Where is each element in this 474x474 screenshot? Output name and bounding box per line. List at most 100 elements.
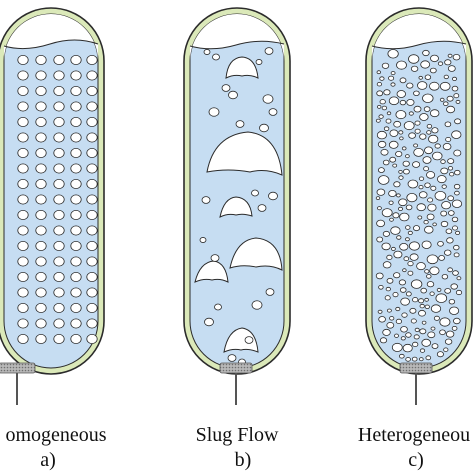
bubble: [419, 328, 427, 335]
bubble: [409, 253, 419, 261]
bubble: [35, 318, 47, 329]
bubble: [407, 270, 414, 276]
bubble: [70, 302, 82, 313]
bubble: [393, 120, 402, 128]
bubble: [70, 209, 82, 220]
bubble: [419, 113, 429, 121]
bubbles-a: [17, 55, 98, 344]
bubble: [406, 82, 414, 89]
bubble: [390, 226, 401, 235]
bubble: [376, 90, 384, 97]
bubble: [422, 156, 432, 164]
bubble: [440, 210, 448, 217]
bubble: [455, 99, 461, 104]
bubble: [398, 353, 405, 359]
bubble: [35, 163, 47, 174]
bubble: [251, 189, 259, 197]
bubble: [70, 55, 82, 66]
bubble: [17, 132, 29, 143]
bubble: [408, 132, 416, 139]
bubble: [408, 111, 414, 116]
bubble: [268, 191, 278, 201]
bubble: [417, 215, 423, 220]
bubble: [70, 117, 82, 128]
caption-regime-b: Slug Flow: [195, 424, 279, 446]
bubble: [70, 70, 82, 81]
bubble: [212, 53, 220, 61]
bubble: [413, 105, 422, 113]
caption-regime-a: omogeneous: [5, 424, 107, 446]
bubbles-c: [375, 49, 463, 362]
bubble: [70, 178, 82, 189]
bubble: [221, 84, 231, 92]
bubble: [399, 287, 407, 293]
column-a: [0, 7, 105, 405]
bubble: [432, 151, 443, 161]
bubble: [451, 225, 458, 231]
bubble: [17, 178, 29, 189]
bubble: [53, 86, 65, 97]
bubble: [395, 150, 403, 157]
bubble: [408, 54, 420, 64]
bubble: [70, 287, 82, 298]
bubble: [445, 136, 452, 142]
bubble: [451, 85, 459, 92]
bubble: [445, 330, 455, 338]
bubble: [453, 149, 462, 157]
free-surface-c: [371, 40, 467, 50]
bubble: [441, 184, 447, 189]
column-b: [183, 7, 291, 405]
bubble: [210, 254, 220, 262]
bubble: [438, 254, 446, 261]
bubble: [201, 196, 211, 204]
bubble: [396, 235, 402, 240]
bubble: [86, 86, 98, 97]
bubble: [393, 181, 401, 188]
bubble: [399, 212, 410, 222]
bubble: [444, 249, 452, 256]
bubble: [424, 182, 431, 188]
sparger-a: [0, 362, 36, 374]
bubble: [444, 288, 452, 294]
bubble: [390, 82, 396, 87]
bubble: [430, 109, 440, 118]
bubble: [426, 171, 436, 179]
bubble: [396, 60, 407, 70]
bubble: [423, 106, 431, 112]
bubble: [446, 95, 454, 102]
bubble: [423, 166, 430, 172]
bubble: [420, 287, 428, 294]
bubble: [17, 256, 29, 267]
bubble: [407, 260, 414, 267]
bubble: [419, 133, 427, 140]
bubble: [426, 130, 432, 135]
bubble: [401, 312, 408, 318]
bubble: [86, 302, 98, 313]
bubble: [412, 225, 420, 232]
bubble: [411, 356, 418, 362]
bubble: [421, 338, 432, 347]
bubble: [53, 240, 65, 251]
bubble: [384, 295, 391, 301]
bubble: [410, 318, 417, 324]
bubble: [451, 325, 458, 331]
bubble: [17, 333, 29, 344]
bubble: [389, 316, 395, 321]
bubble: [377, 167, 385, 174]
headspace-c: [372, 14, 466, 61]
bubble: [86, 117, 98, 128]
bubble: [405, 225, 411, 230]
bubble: [453, 93, 460, 99]
bubble: [382, 328, 391, 336]
bubble: [401, 146, 407, 151]
bubble: [452, 54, 461, 61]
bubble: [418, 191, 428, 199]
bubble: [394, 333, 399, 338]
bubble: [255, 59, 263, 65]
bubble: [388, 189, 397, 197]
bubble: [398, 169, 403, 174]
bubble: [382, 159, 390, 166]
bubble: [444, 338, 453, 345]
bubble: [412, 341, 419, 347]
bubble: [53, 209, 65, 220]
